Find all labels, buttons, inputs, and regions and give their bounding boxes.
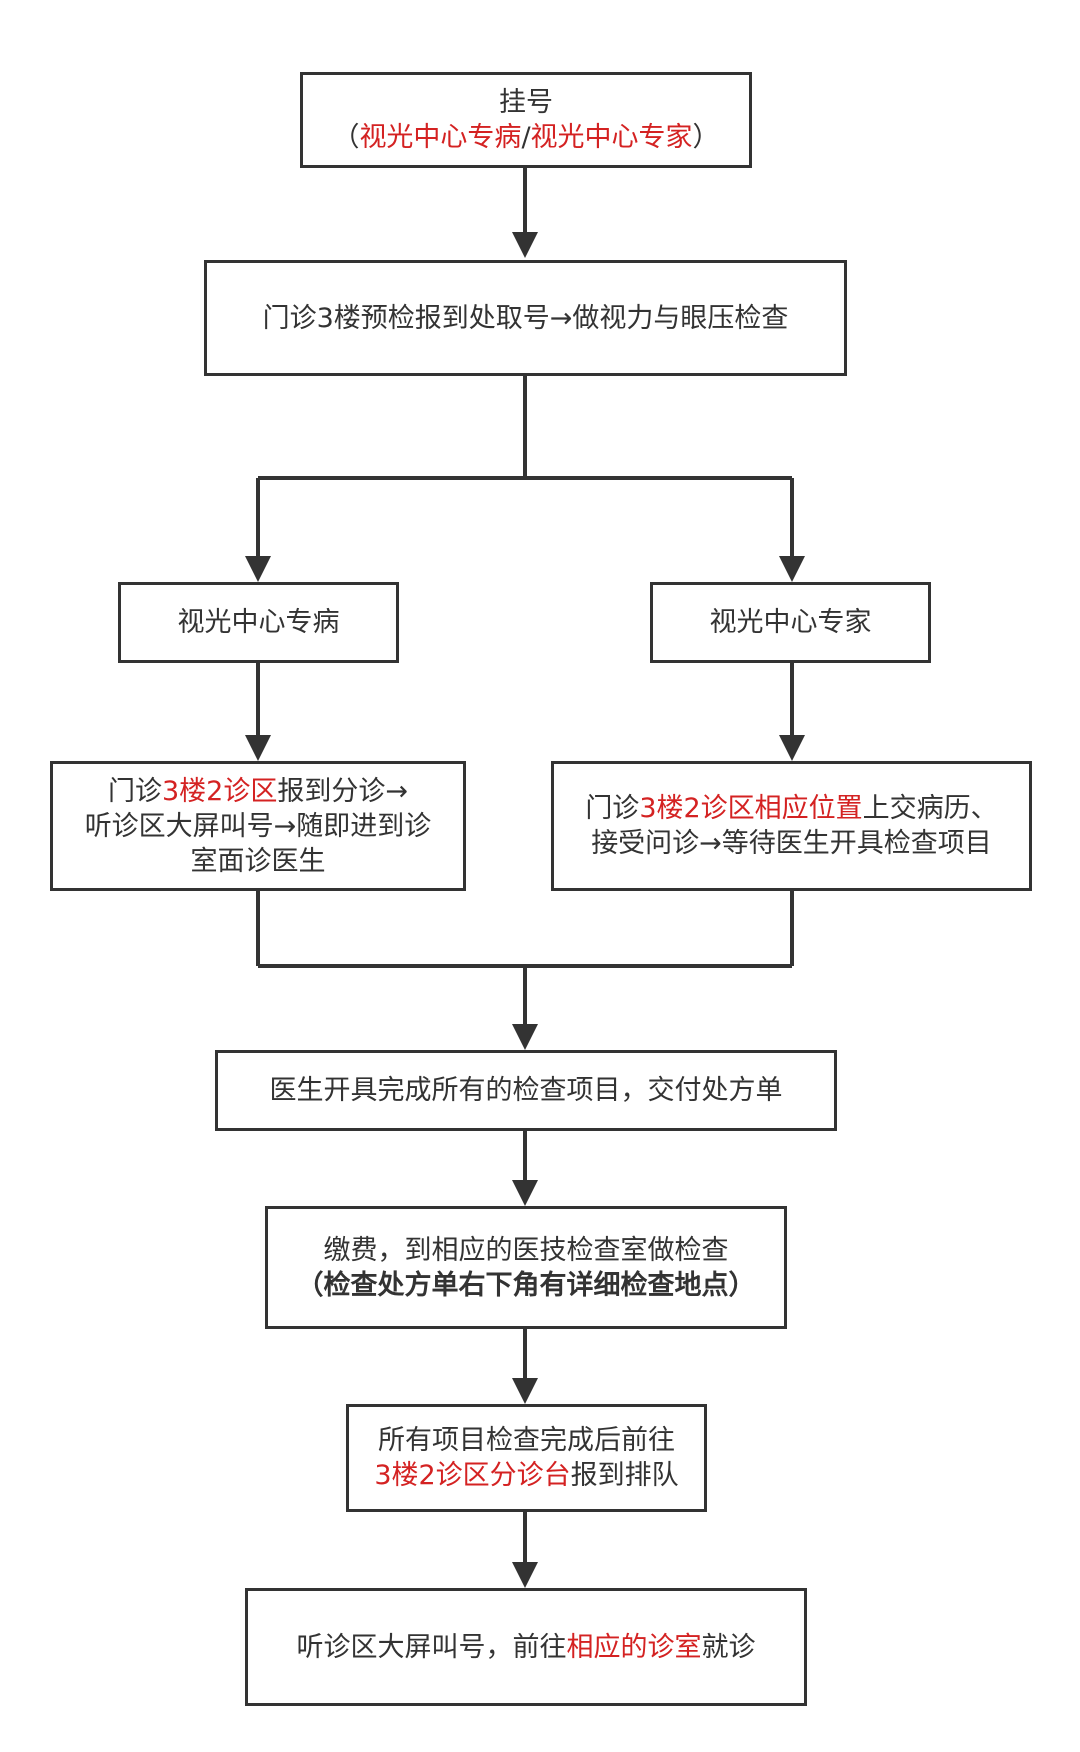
doctor-orders-text: 医生开具完成所有的检查项目，交付处方单 (269, 1075, 783, 1106)
register-separator: / (521, 122, 531, 153)
arrowhead-after-exam (512, 1378, 538, 1404)
node-left-step: 门诊3楼2诊区报到分诊→ 听诊区大屏叫号→随即进到诊 室面诊医生 (50, 761, 466, 891)
register-options: （视光中心专病/视光中心专家） (332, 120, 719, 155)
node-precheck: 门诊3楼预检报到处取号→做视力与眼压检查 (204, 260, 847, 376)
arrowhead-right-step (779, 735, 805, 761)
register-option-expert: 视光中心专家 (530, 122, 693, 153)
register-title: 挂号 (499, 87, 553, 118)
left-step-line1: 门诊3楼2诊区报到分诊→ (108, 774, 408, 809)
node-right-step: 门诊3楼2诊区相应位置上交病历、 接受问诊→等待医生开具检查项目 (551, 761, 1032, 891)
node-special-disease: 视光中心专病 (118, 582, 399, 663)
payment-location-note: （检查处方单右下角有详细检查地点） (296, 1269, 756, 1301)
arrowhead-left-step (245, 735, 271, 761)
right-step-pre: 门诊 (585, 793, 640, 824)
special-disease-text: 视光中心专病 (177, 607, 340, 638)
final-text: 听诊区大屏叫号，前往相应的诊室就诊 (297, 1630, 756, 1665)
arrowhead-expert (779, 556, 805, 582)
left-step-line3: 室面诊医生 (190, 845, 326, 877)
node-register: 挂号 （视光中心专病/视光中心专家） (300, 72, 752, 168)
left-step-line2: 听诊区大屏叫号→随即进到诊 (84, 810, 432, 842)
final-location: 相应的诊室 (566, 1631, 702, 1663)
node-after-exam: 所有项目检查完成后前往 3楼2诊区分诊台报到排队 (346, 1404, 707, 1512)
right-step-post: 上交病历、 (862, 793, 998, 824)
node-expert: 视光中心专家 (650, 582, 931, 663)
node-final: 听诊区大屏叫号，前往相应的诊室就诊 (245, 1588, 807, 1706)
node-payment: 缴费，到相应的医技检查室做检查 （检查处方单右下角有详细检查地点） (265, 1206, 787, 1329)
register-paren-open: （ (332, 122, 360, 153)
after-exam-line2: 3楼2诊区分诊台报到排队 (374, 1458, 678, 1493)
precheck-text: 门诊3楼预检报到处取号→做视力与眼压检查 (262, 302, 789, 334)
after-exam-line1: 所有项目检查完成后前往 (378, 1425, 675, 1456)
register-option-special-disease: 视光中心专病 (359, 122, 522, 153)
arrowhead-precheck (512, 232, 538, 258)
after-exam-location: 3楼2诊区分诊台 (374, 1460, 571, 1491)
right-step-location: 3楼2诊区相应位置 (639, 793, 863, 824)
arrowhead-payment (512, 1180, 538, 1206)
register-paren-close: ） (692, 122, 720, 153)
payment-line1: 缴费，到相应的医技检查室做检查 (323, 1234, 729, 1266)
left-step-pre: 门诊 (108, 775, 162, 807)
after-exam-post: 报到排队 (570, 1460, 679, 1491)
arrowhead-final (512, 1562, 538, 1588)
left-step-post: 报到分诊→ (277, 775, 408, 807)
node-doctor-orders: 医生开具完成所有的检查项目，交付处方单 (215, 1050, 837, 1131)
expert-text: 视光中心专家 (709, 607, 872, 638)
arrowhead-special-disease (245, 556, 271, 582)
right-step-line1: 门诊3楼2诊区相应位置上交病历、 (585, 791, 997, 826)
final-post: 就诊 (701, 1631, 756, 1663)
final-pre: 听诊区大屏叫号，前往 (296, 1631, 567, 1663)
left-step-location: 3楼2诊区 (162, 775, 278, 807)
right-step-line2: 接受问诊→等待医生开具检查项目 (591, 828, 992, 859)
arrowhead-doctor-orders (512, 1024, 538, 1050)
